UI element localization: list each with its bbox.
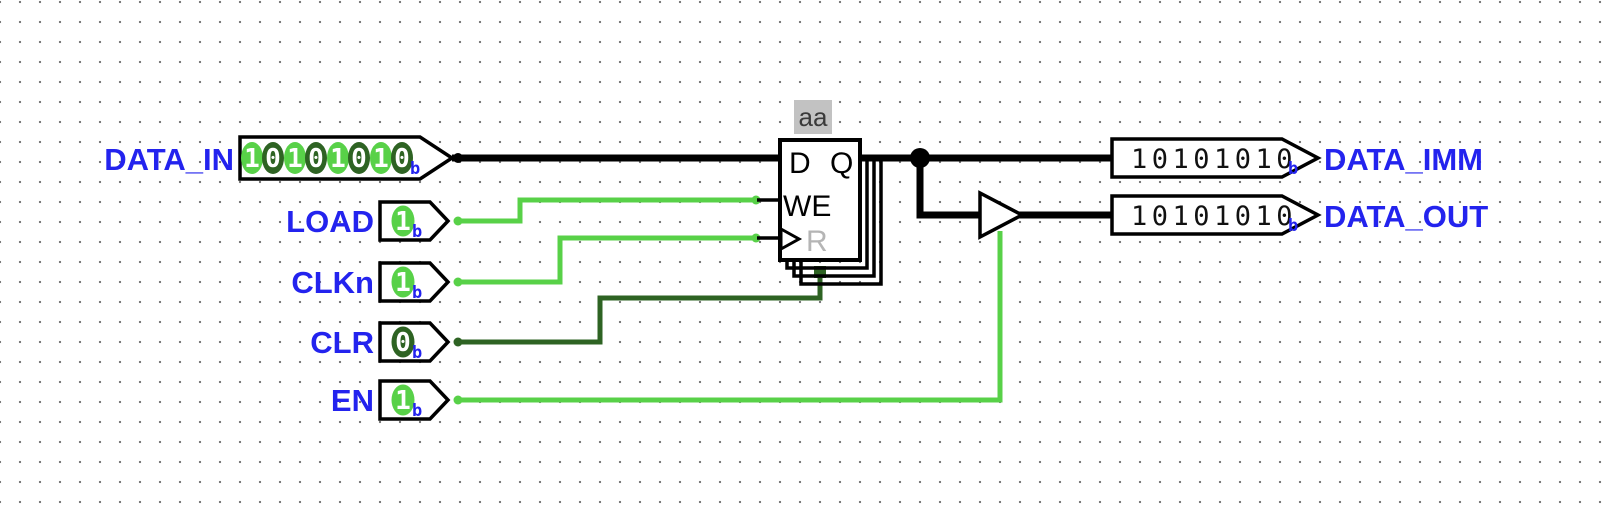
- radix-suffix: b: [412, 401, 422, 421]
- input-pin-clkn[interactable]: 1 b: [378, 261, 451, 303]
- stacked-outline: [799, 157, 883, 286]
- component-label-bg: [794, 100, 832, 134]
- svg-text:1: 1: [395, 207, 411, 237]
- pin-dot: [453, 153, 463, 163]
- input-label-clkn: CLKn: [291, 265, 374, 300]
- svg-text:0: 0: [265, 144, 281, 174]
- port-label-q: Q: [830, 147, 853, 180]
- output-value: 10101010: [1131, 144, 1297, 175]
- input-label-data-in: DATA_IN: [104, 142, 234, 177]
- radix-suffix: b: [412, 343, 422, 363]
- input-label-en: EN: [331, 383, 374, 418]
- pin-dot: [751, 195, 761, 205]
- output-label-data-imm: DATA_IMM: [1324, 142, 1483, 177]
- svg-text:0: 0: [308, 144, 324, 174]
- output-label-data-out: DATA_OUT: [1324, 199, 1488, 234]
- pin-dot: [751, 233, 761, 243]
- svg-text:1: 1: [395, 386, 411, 416]
- radix-suffix: b: [412, 222, 422, 242]
- output-pin-data-out[interactable]: 10101010 b: [1110, 194, 1322, 236]
- wire-en[interactable]: [453, 231, 1003, 405]
- buffer-triangle-icon[interactable]: [978, 190, 1026, 240]
- pin-dot: [453, 395, 463, 405]
- wire-junction-dot[interactable]: [910, 148, 930, 168]
- input-pin-en[interactable]: 1 b: [378, 379, 451, 421]
- wire-clr[interactable]: [453, 266, 827, 347]
- pin-dot: [453, 216, 463, 226]
- port-label-we: WE: [783, 190, 831, 223]
- svg-text:0: 0: [351, 144, 367, 174]
- input-pin-data-in[interactable]: 1 0 1 0 1 0 1 0 b: [238, 135, 456, 181]
- input-label-load: LOAD: [286, 204, 374, 239]
- radix-suffix: b: [410, 159, 420, 179]
- port-label-reset: R: [806, 225, 828, 258]
- value-oval: [391, 384, 415, 416]
- wire-q-bus[interactable]: [860, 148, 1112, 219]
- bit-ovals: 1 0 1 0 1 0 1 0: [241, 142, 413, 174]
- output-pin-data-imm[interactable]: 10101010 b: [1110, 137, 1322, 179]
- svg-text:1: 1: [373, 144, 389, 174]
- svg-text:1: 1: [395, 268, 411, 298]
- value-oval: [391, 205, 415, 237]
- port-label-d: D: [789, 147, 811, 180]
- svg-text:1: 1: [287, 144, 303, 174]
- radix-suffix: b: [1288, 216, 1298, 236]
- svg-text:0: 0: [394, 144, 410, 174]
- svg-text:1: 1: [330, 144, 346, 174]
- svg-text:1: 1: [244, 144, 260, 174]
- register-component[interactable]: aa D Q WE R: [778, 100, 883, 286]
- pin-dot: [453, 277, 463, 287]
- tristate-buffer-component[interactable]: [978, 190, 1026, 240]
- output-value: 10101010: [1131, 201, 1297, 232]
- stacked-outline: [785, 157, 869, 270]
- input-pin-clr[interactable]: 0 b: [378, 321, 451, 363]
- wire-load[interactable]: [453, 195, 782, 226]
- clock-edge-icon: [779, 226, 803, 252]
- wire-data-in-bus[interactable]: [452, 153, 782, 163]
- value-oval: [391, 266, 415, 298]
- svg-text:0: 0: [395, 328, 411, 358]
- pin-dot: [453, 337, 463, 347]
- radix-suffix: b: [1288, 159, 1298, 179]
- wire-clkn[interactable]: [453, 233, 782, 287]
- radix-suffix: b: [412, 283, 422, 303]
- component-label: aa: [799, 102, 828, 132]
- stacked-outline: [792, 157, 876, 278]
- input-pin-load[interactable]: 1 b: [378, 200, 451, 242]
- value-oval: [391, 326, 415, 358]
- input-label-clr: CLR: [310, 325, 374, 360]
